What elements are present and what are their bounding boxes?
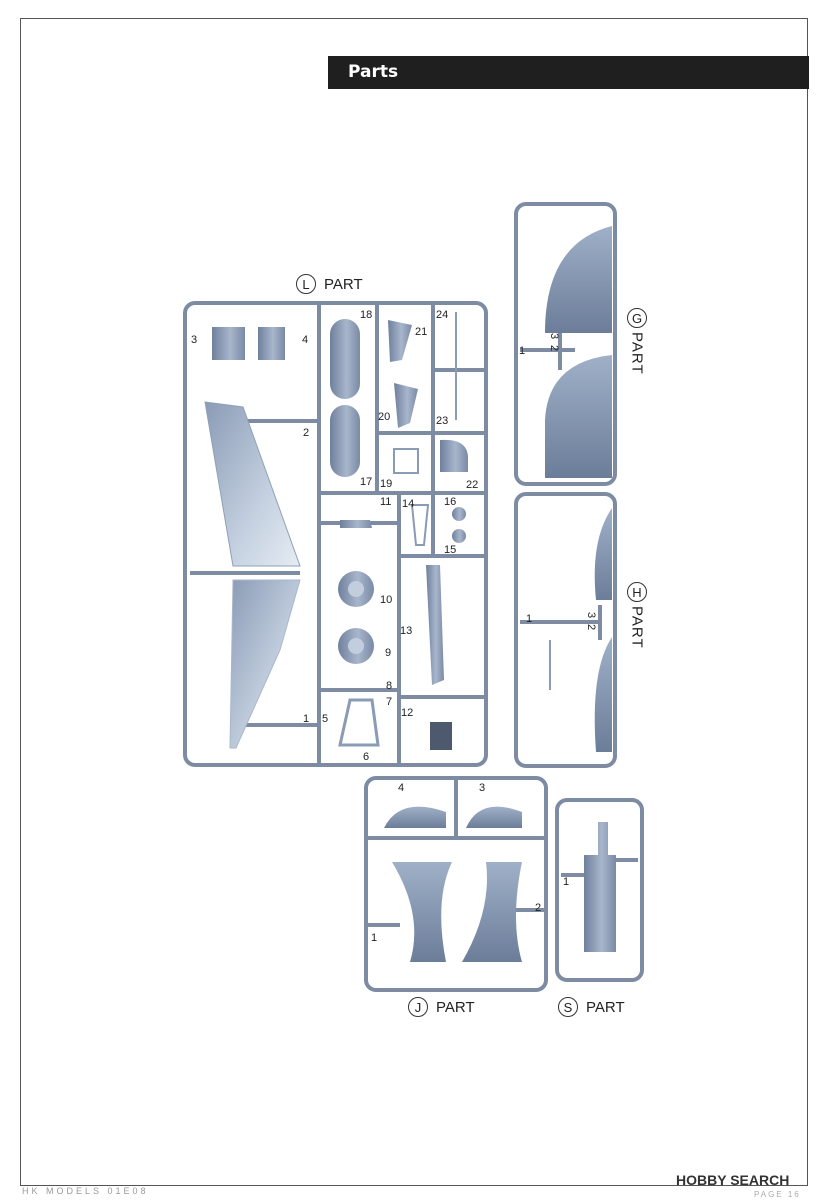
sprue-j-numbers: 4 3 2 1 [371,782,541,944]
sprue-j-parts [384,806,522,962]
sprue-l-letter: L [296,274,316,294]
sprue-s-word: PART [586,998,625,1016]
sprue-s [555,798,644,982]
sprue-g-parts [545,226,612,478]
sprue-j [364,776,548,992]
svg-text:3: 3 [585,612,597,618]
page-border [20,18,808,1186]
sprue-l-numbers: 3 4 2 1 18 17 21 20 19 24 23 22 11 14 16… [191,309,478,763]
svg-text:7: 7 [386,696,392,708]
svg-text:9: 9 [385,647,391,659]
svg-text:2: 2 [303,427,309,439]
svg-text:10: 10 [380,594,392,606]
svg-text:8: 8 [386,680,392,692]
sprue-s-label: S PART [558,997,625,1017]
svg-text:3: 3 [191,334,197,346]
sprue-l-parts [204,312,468,750]
sprue-l-label: L PART [296,274,363,294]
svg-text:19: 19 [380,478,392,490]
svg-text:5: 5 [322,713,328,725]
svg-text:3: 3 [548,333,560,339]
svg-text:21: 21 [415,326,427,338]
svg-text:2: 2 [585,624,597,630]
sprue-h-parts [549,508,612,752]
svg-text:1: 1 [519,345,525,357]
sprue-g-letter: G [627,308,647,328]
svg-text:2: 2 [548,345,560,351]
svg-text:24: 24 [436,309,448,321]
svg-text:15: 15 [444,544,456,556]
section-title: Parts [348,62,399,82]
svg-text:23: 23 [436,415,448,427]
sprue-g-numbers: 1 3 2 [519,333,560,357]
sprue-s-parts [584,822,616,952]
sprue-s-numbers: 1 [563,876,569,888]
svg-text:3: 3 [479,782,485,794]
svg-text:13: 13 [400,625,412,637]
svg-text:17: 17 [360,476,372,488]
sprue-h [514,492,617,768]
footer-watermark: HOBBY SEARCH [676,1172,790,1188]
sprue-j-letter: J [408,997,428,1017]
svg-text:16: 16 [444,496,456,508]
svg-text:18: 18 [360,309,372,321]
svg-text:2: 2 [535,902,541,914]
svg-text:4: 4 [398,782,404,794]
sprue-j-word: PART [436,998,475,1016]
svg-text:20: 20 [378,411,390,423]
svg-text:22: 22 [466,479,478,491]
svg-text:14: 14 [402,498,414,510]
svg-text:1: 1 [563,876,569,888]
svg-text:1: 1 [303,713,309,725]
sprue-g [514,202,617,486]
sprue-g-word: PART [628,332,646,375]
sprue-h-letter: H [627,582,647,602]
footer-page-number: PAGE 16 [754,1190,801,1199]
svg-text:4: 4 [302,334,308,346]
sprue-g-label: G PART [627,308,647,375]
sprue-h-label: H PART [627,582,647,649]
sprue-s-letter: S [558,997,578,1017]
sprue-l-word: PART [324,275,363,293]
sprue-j-label: J PART [408,997,475,1017]
sprue-h-word: PART [628,606,646,649]
svg-text:11: 11 [380,496,391,508]
sprue-h-numbers: 1 3 2 [526,612,597,630]
svg-text:1: 1 [526,613,532,625]
section-header: Parts [328,56,809,89]
svg-text:6: 6 [363,751,369,763]
footer-model-code: HK MODELS 01E08 [22,1186,149,1196]
svg-text:12: 12 [401,707,413,719]
svg-text:1: 1 [371,932,377,944]
